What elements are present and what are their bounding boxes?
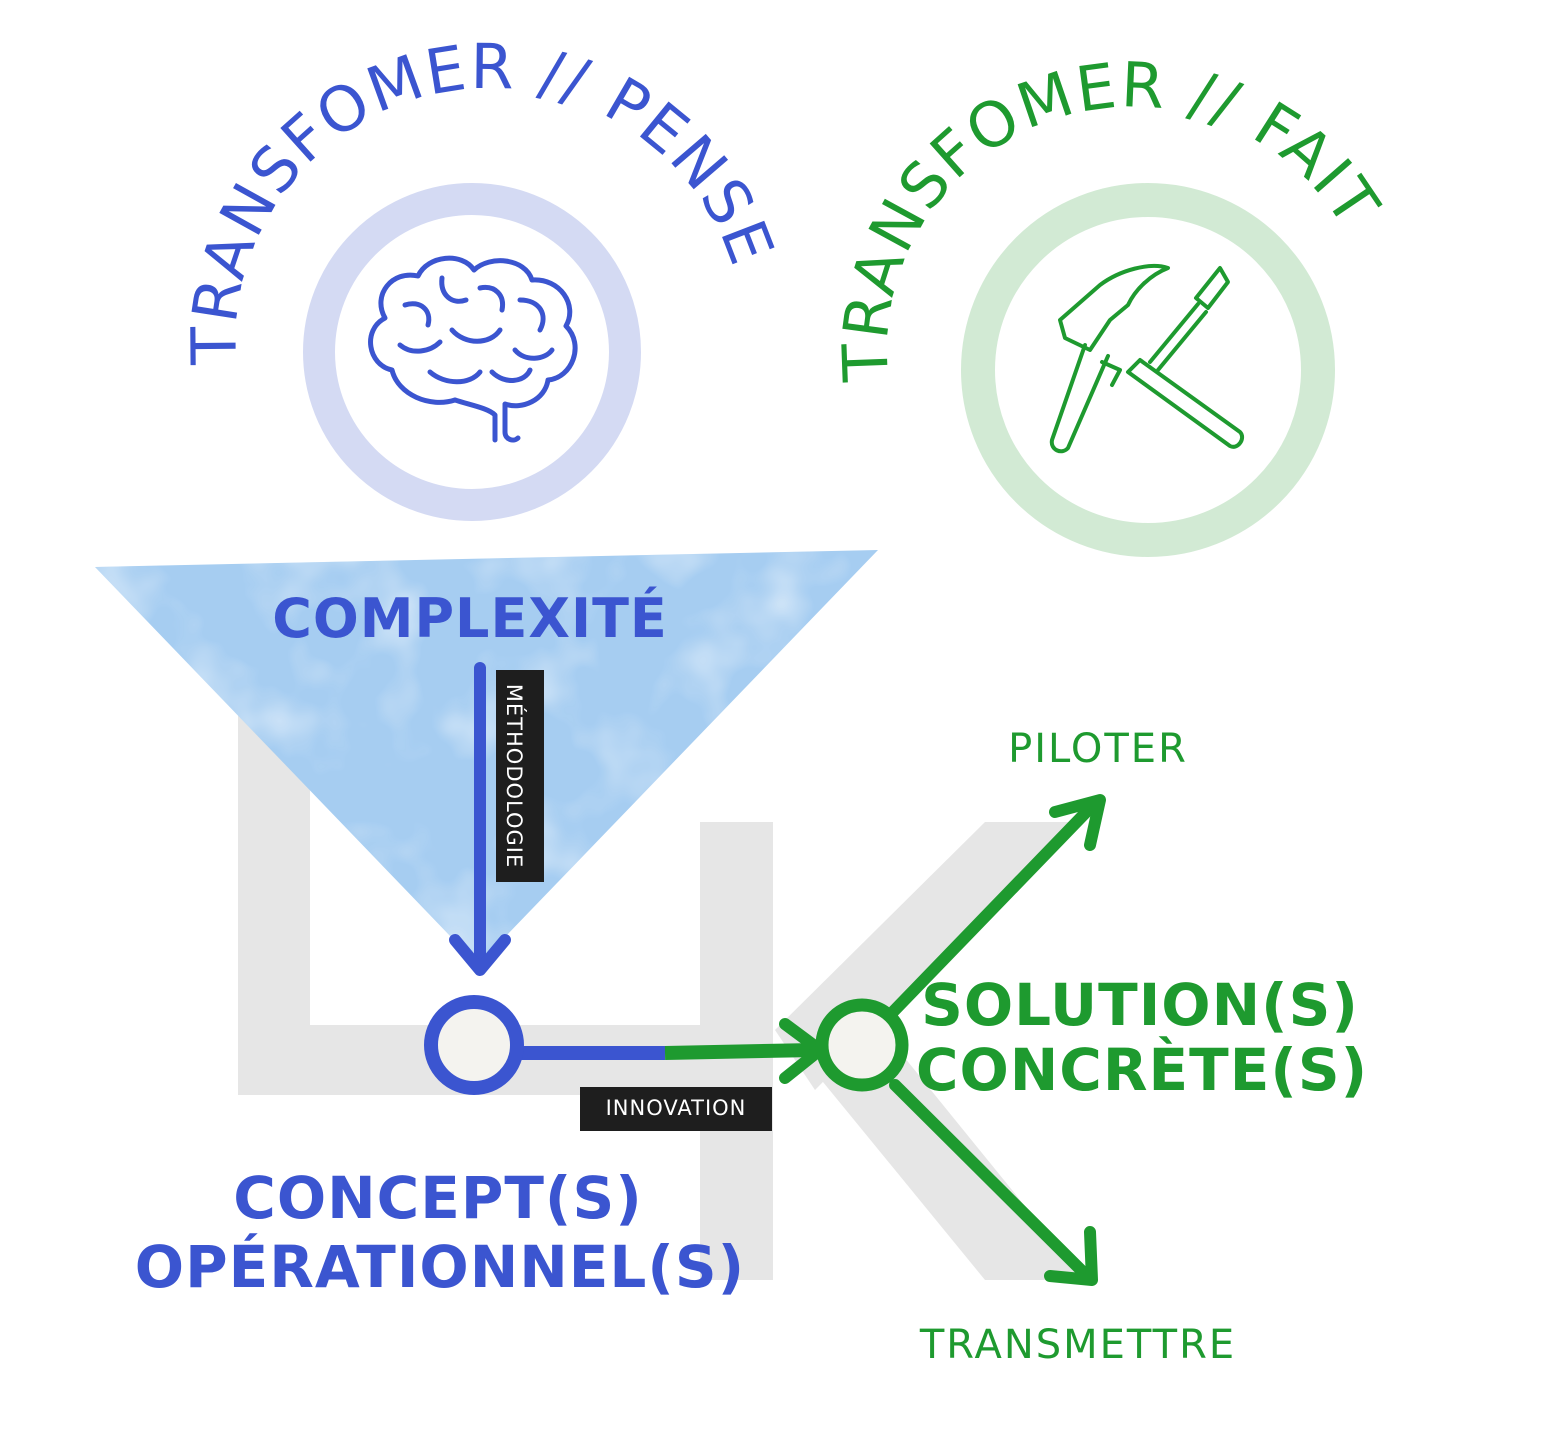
transmettre-label: TRANSMETTRE [919,1322,1236,1368]
hammer-screwdriver-icon [1049,264,1245,454]
methodologie-arrow [449,662,511,976]
innovation-tag: INNOVATION [580,1087,772,1131]
piloter-arrow-head [1049,794,1106,851]
methodologie-tag-text: MÉTHODOLOGIE [502,684,527,868]
fait-group: TRANSFOMER // FAIT [828,48,1392,557]
methodologie-arrow-head [449,934,511,976]
concepts-node [424,995,524,1095]
transmettre-arrow-head [1044,1226,1098,1286]
methodologie-tag-bg [496,670,544,882]
innovation-tag-bg [580,1087,772,1131]
pense-ring [303,183,641,521]
brain-icon [368,255,578,443]
triangle-texture [95,550,878,965]
solutions-label-line2: CONCRÈTE(S) [916,1035,1368,1104]
transmettre-arrow-shaft [889,1079,1094,1283]
concepts-label-line1: CONCEPT(S) [233,1164,642,1232]
piloter-arrow [884,794,1106,1021]
transmettre-arrow [889,1079,1098,1286]
piloter-label: PILOTER [1008,726,1188,772]
piloter-arrow-shaft [884,797,1101,1021]
pense-group: TRANSFOMER // PENSE [177,30,787,521]
methodologie-tag: MÉTHODOLOGIE [496,670,544,882]
solutions-label-line1: SOLUTION(S) [921,971,1359,1039]
fait-ring [961,183,1335,557]
solutions-node [815,998,909,1092]
innovation-arrow-green-segment [664,1043,816,1060]
innovation-tag-text: INNOVATION [606,1096,747,1120]
concepts-label-line2: OPÉRATIONNEL(S) [135,1232,745,1301]
complexite-label: COMPLEXITÉ [272,587,668,650]
complexite-triangle-group: COMPLEXITÉ [95,550,878,965]
